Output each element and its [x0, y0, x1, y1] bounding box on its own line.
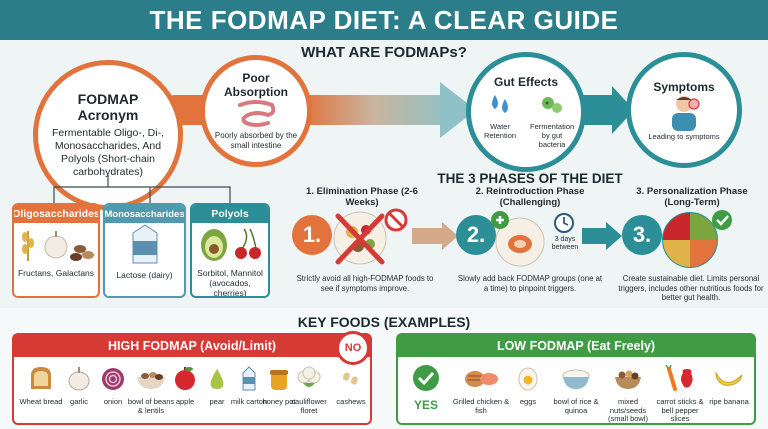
phase-3-title: 3. Personalization Phase (Long-Term)	[636, 186, 748, 208]
acronym-text: Fermentable Oligo-, Di-, Monosaccharides…	[51, 127, 165, 178]
nuts-bowl-icon	[615, 370, 641, 389]
banana-icon	[715, 371, 743, 386]
cauliflower-icon	[297, 366, 321, 387]
category-connectors	[53, 175, 231, 203]
food-item: pear	[192, 365, 242, 407]
flow-arrow-head-2	[440, 82, 476, 138]
gut-effects-circle: Gut Effects Water Retention Fermentation…	[466, 52, 586, 172]
reintroduction-note: 3 days between	[551, 236, 579, 251]
phase-2-number: 2.	[456, 215, 496, 255]
food-item: garlic	[54, 365, 104, 407]
balanced-plate-icon	[662, 210, 732, 268]
food-item: ripe banana	[706, 365, 752, 407]
wheat-garlic-beans-icon	[22, 231, 94, 261]
apple-icon	[175, 367, 195, 390]
gut-effect-2: Fermentation by gut bacteria	[530, 122, 575, 149]
cashews-icon	[343, 372, 358, 385]
avocado-cherries-icon	[201, 228, 261, 261]
acronym-heading: FODMAP Acronym	[77, 91, 139, 123]
category-examples: Fructans, Galactans	[17, 268, 95, 278]
food-item: eggs	[510, 365, 546, 407]
food-item: bowl of rice & quinoa	[548, 365, 604, 415]
gut-effect-1: Water Retention	[483, 122, 517, 140]
food-item: Grilled chicken & fish	[452, 365, 510, 415]
onion-icon	[102, 368, 124, 390]
category-heading: Oligosaccharides	[14, 205, 98, 223]
reintroduction-plate-icon	[491, 211, 545, 267]
clock-icon	[554, 213, 574, 233]
poor-absorption-heading: Poor Absorption	[224, 71, 288, 99]
page-title: THE FODMAP DIET: A CLEAR GUIDE	[149, 4, 619, 35]
chicken-fish-icon	[465, 371, 498, 387]
food-item: onion	[88, 365, 138, 407]
phase-1-title: 1. Elimination Phase (2-6 Weeks)	[306, 186, 418, 208]
phase-3-number: 3.	[622, 215, 662, 255]
symptoms-circle: Symptoms Leading to symptoms	[626, 52, 742, 168]
category-card-polyols: Polyols Sorbitol, Mannitol (avocados, ch…	[190, 203, 270, 298]
phases-section-title: THE 3 PHASES OF THE DIET	[437, 171, 623, 186]
intestine-icon	[238, 100, 276, 127]
food-item: honey pot	[254, 365, 304, 407]
food-item: Wheat bread	[16, 365, 66, 407]
category-card-monosaccharides: Monosaccharides Lactose (dairy)	[103, 203, 186, 298]
poor-absorption-circle: Poor Absorption Poorly absorbed by the s…	[200, 55, 312, 167]
low-fodmap-box: LOW FODMAP (Eat Freely) YES Grilled chic…	[396, 333, 756, 425]
phase-3-desc: Create sustainable diet. Limits personal…	[618, 274, 764, 302]
beans-bowl-icon	[137, 372, 165, 389]
food-item: apple	[160, 365, 210, 407]
no-badge: NO	[336, 331, 370, 365]
key-foods-title: KEY FOODS (EXAMPLES)	[297, 314, 471, 330]
poor-absorption-text: Poorly absorbed by the small intestine	[214, 131, 298, 150]
yes-badge: YES	[413, 398, 438, 412]
phase-1-number: 1.	[292, 215, 332, 255]
symptoms-heading: Symptoms	[653, 79, 715, 94]
bread-icon	[31, 367, 51, 389]
pear-icon	[210, 369, 224, 389]
food-item: milk carton	[224, 365, 274, 407]
milk-carton-icon	[132, 224, 158, 264]
phase-2-title: 2. Reintroduction Phase (Challenging)	[475, 186, 585, 208]
title-banner: THE FODMAP DIET: A CLEAR GUIDE	[0, 0, 768, 40]
rice-bowl-icon	[562, 369, 590, 389]
milk-carton-icon	[242, 366, 256, 391]
food-item: mixed nuts/seeds (small bowl)	[602, 365, 654, 424]
category-examples: Sorbitol, Mannitol (avocados, cherries)	[197, 268, 263, 298]
what-section-title: WHAT ARE FODMAPs?	[301, 44, 467, 61]
yes-badge-group: YES	[406, 363, 446, 412]
water-drops-icon	[492, 95, 508, 113]
symptoms-text: Leading to symptoms	[648, 131, 720, 141]
category-heading: Monosaccharides	[105, 205, 184, 223]
person-stomach-pain-icon	[672, 95, 700, 131]
elimination-plate-icon	[333, 208, 408, 265]
category-card-oligosaccharides: Oligosaccharides Fructans, Galactans	[12, 203, 100, 298]
gut-effects-heading: Gut Effects	[493, 75, 558, 89]
phase-1-desc: Strictly avoid all high-FODMAP foods to …	[296, 274, 434, 293]
category-heading: Polyols	[192, 205, 268, 223]
honey-pot-icon	[270, 370, 288, 390]
carrot-pepper-icon	[665, 364, 693, 391]
flow-arrow-head-3	[612, 86, 634, 134]
high-fodmap-heading: HIGH FODMAP (Avoid/Limit)	[14, 335, 370, 357]
food-item: cauliflower floret	[284, 365, 334, 415]
food-item: carrot sticks & bell pepper slices	[652, 364, 708, 424]
garlic-icon	[68, 367, 90, 391]
phase-2-desc: Slowly add back FODMAP groups (one at a …	[457, 274, 603, 293]
phase-arrow-2	[582, 222, 622, 250]
phase-arrow-1	[412, 222, 458, 250]
high-fodmap-box: HIGH FODMAP (Avoid/Limit) NO Wheat bread…	[12, 331, 372, 425]
low-fodmap-heading: LOW FODMAP (Eat Freely)	[398, 335, 754, 357]
eggs-icon	[518, 367, 538, 391]
food-item: bowl of beans & lentils	[126, 365, 176, 415]
category-examples: Lactose (dairy)	[116, 270, 173, 280]
food-item: cashews	[326, 365, 376, 407]
flow-arrow-2	[300, 95, 450, 125]
bacteria-icon	[542, 97, 562, 113]
check-icon	[413, 365, 439, 391]
